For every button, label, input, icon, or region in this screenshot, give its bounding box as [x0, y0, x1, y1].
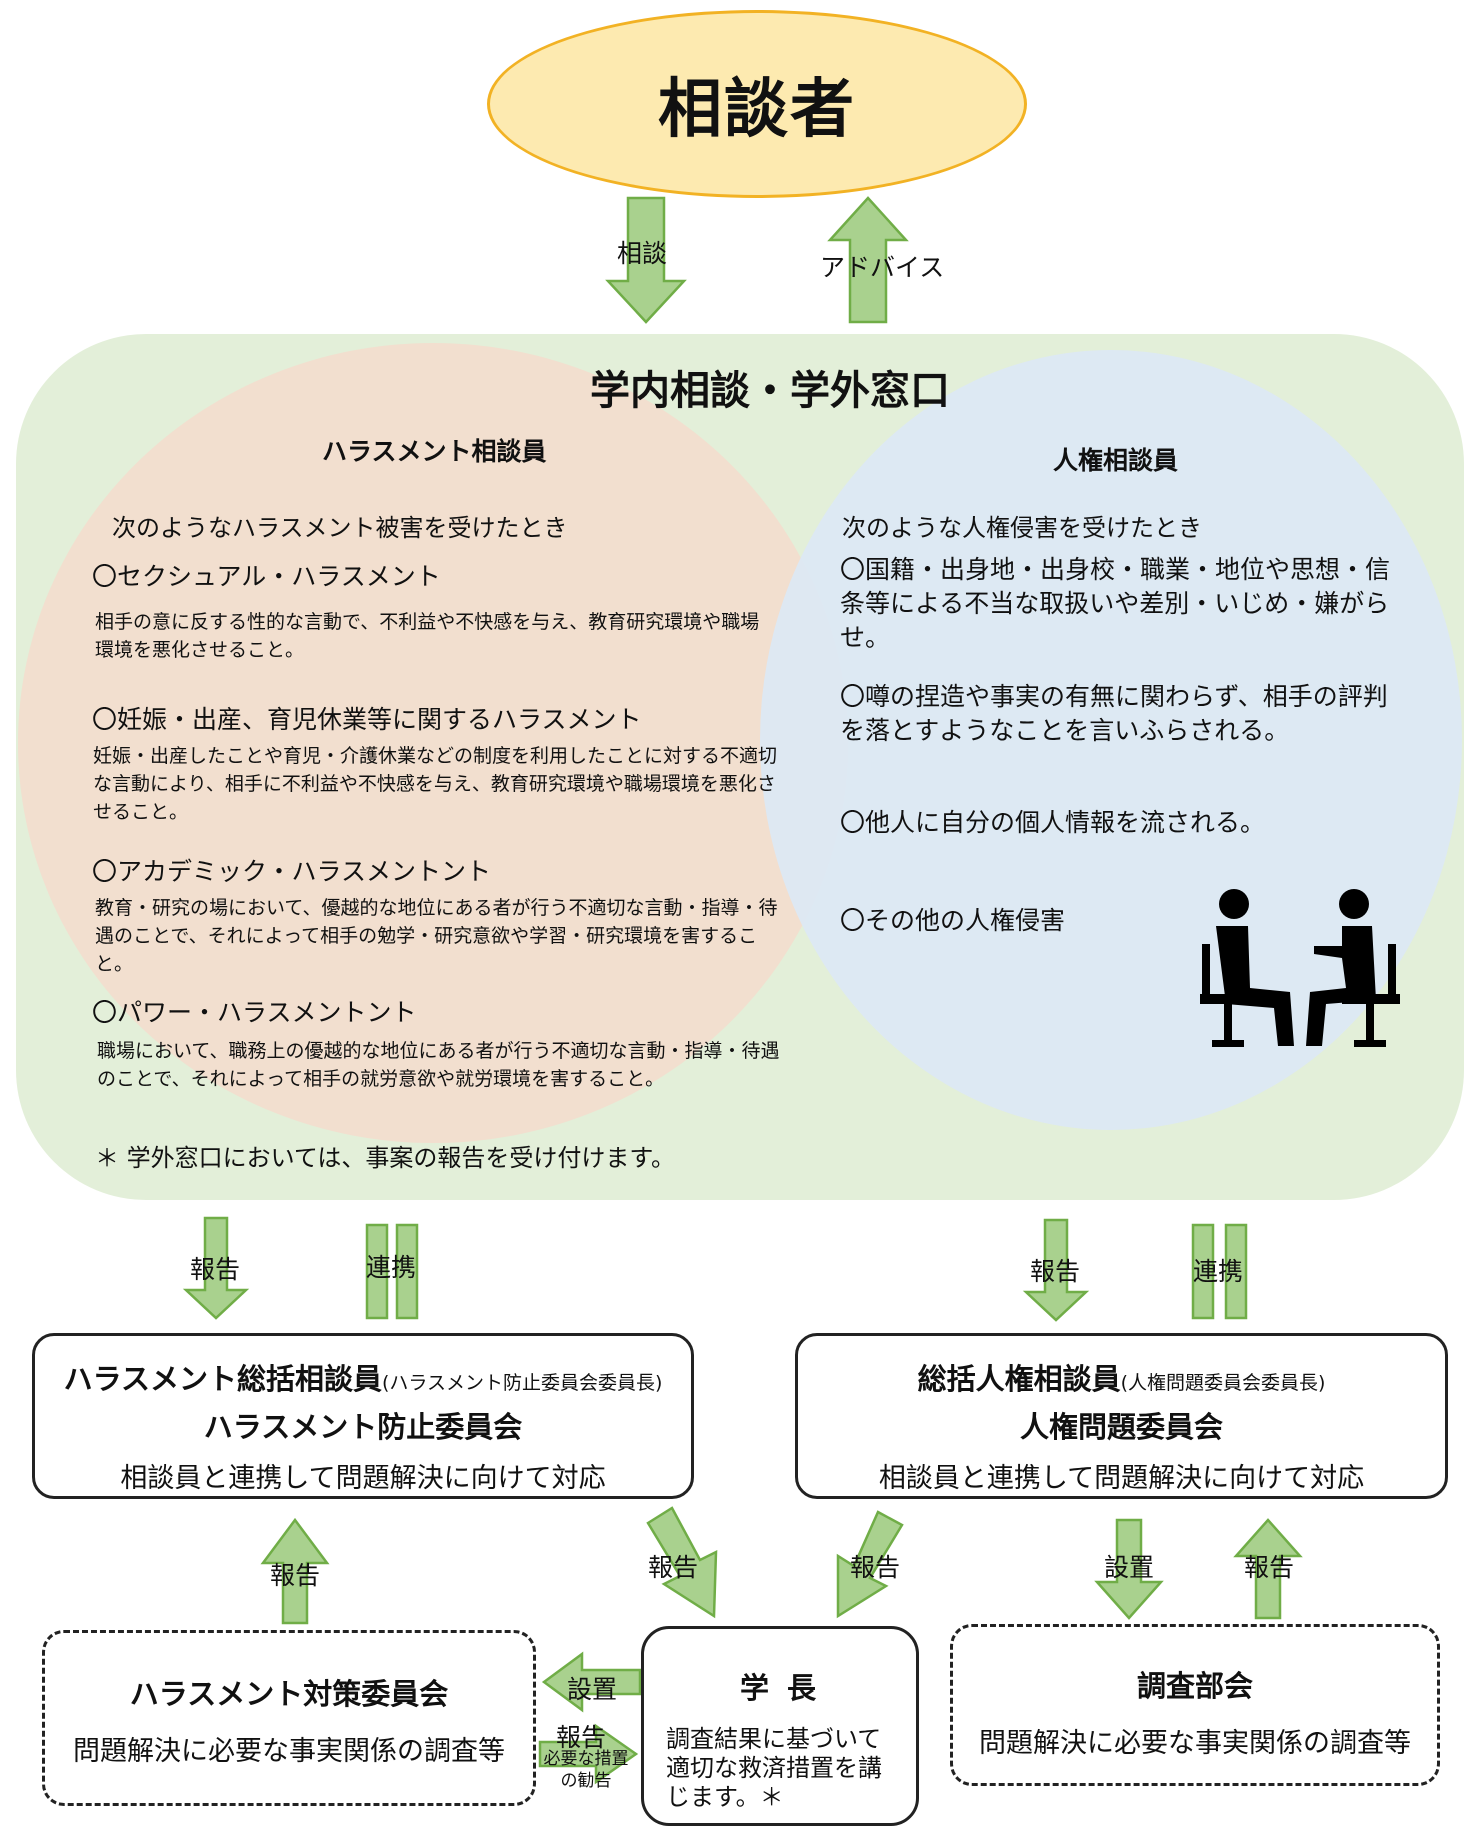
- human-rights-item: 〇噂の捏造や事実の有無に関わらず、相手の評判を落とすようなことを言いふらされる。: [840, 682, 1388, 745]
- outside-window-note: ＊ 学外窓口においては、事案の報告を受け付けます。: [95, 1144, 676, 1172]
- recommend-arrow-label: 必要な措置の勧告: [543, 1749, 629, 1791]
- harassment-item-title: 〇セクシュアル・ハラスメント: [92, 562, 441, 591]
- harassment-committee-box: ハラスメント総括相談員(ハラスメント防止委員会委員長) ハラスメント防止委員会 …: [32, 1333, 694, 1499]
- harassment-item-desc: 教育・研究の場において、優越的な地位にある者が行う不適切な言動・指導・待遇のこと…: [95, 897, 778, 975]
- harassment-circle: [18, 343, 848, 1143]
- measures-committee-desc: 問題解決に必要な事実関係の調査等: [73, 1736, 505, 1767]
- harassment-intro: 次のようなハラスメント被害を受けたとき: [112, 514, 568, 542]
- president-title: 学 長: [739, 1671, 821, 1705]
- report-arrow-label: 報告: [556, 1723, 607, 1752]
- report-arrow-label: 報告: [1030, 1257, 1081, 1286]
- harassment-heading: ハラスメント相談員: [322, 437, 547, 466]
- advice-arrow-label: アドバイス: [820, 253, 945, 282]
- harassment-committee-desc: 相談員と連携して問題解決に向けて対応: [120, 1463, 606, 1494]
- human-rights-item: 〇その他の人権侵害: [840, 906, 1066, 935]
- harassment-chief-title: ハラスメント総括相談員: [63, 1362, 382, 1396]
- president-desc: 調査結果に基づいて適切な救済措置を講じます。＊: [666, 1725, 882, 1811]
- report-arrow-label: 報告: [1244, 1553, 1295, 1582]
- human-rights-item: 〇国籍・出身地・出身校・職業・地位や思想・信条等による不当な取扱いや差別・いじめ…: [840, 555, 1391, 652]
- consultant-label: 相談者: [658, 73, 856, 147]
- human-rights-heading: 人権相談員: [1053, 446, 1179, 475]
- counseling-people-icon: [1200, 889, 1400, 1047]
- consultant-ellipse: 相談者: [487, 10, 1027, 198]
- measures-committee-box: ハラスメント対策委員会 問題解決に必要な事実関係の調査等: [42, 1630, 536, 1806]
- president-box: 学 長 調査結果に基づいて適切な救済措置を講じます。＊: [641, 1626, 919, 1826]
- investigation-desc: 問題解決に必要な事実関係の調査等: [979, 1728, 1411, 1759]
- human-rights-committee-box: 総括人権相談員(人権問題委員会委員長) 人権問題委員会 相談員と連携して問題解決…: [795, 1333, 1448, 1499]
- harassment-item-title: 〇妊娠・出産、育児休業等に関するハラスメント: [92, 705, 642, 734]
- establish-arrow-label: 設置: [567, 1675, 618, 1704]
- measures-committee-title: ハラスメント対策委員会: [129, 1677, 449, 1711]
- rights-committee-name: 人権問題委員会: [1019, 1410, 1223, 1444]
- harassment-item-title: 〇アカデミック・ハラスメントント: [92, 857, 492, 886]
- cooperate-arrow-label: 連携: [1193, 1257, 1244, 1286]
- harassment-item-title: 〇パワー・ハラスメントント: [92, 998, 417, 1027]
- establish-arrow-label: 設置: [1104, 1553, 1155, 1582]
- human-rights-item: 〇他人に自分の個人情報を流される。: [840, 808, 1266, 837]
- harassment-chief-note: (ハラスメント防止委員会委員長): [381, 1372, 663, 1394]
- panel-title: 学内相談・学外窓口: [590, 368, 950, 414]
- consult-arrow-label: 相談: [617, 239, 668, 268]
- rights-chief-title: 総括人権相談員: [917, 1362, 1121, 1396]
- harassment-item-desc: 職場において、職務上の優越的な地位にある者が行う不適切な言動・指導・待遇のことで…: [97, 1040, 780, 1090]
- report-arrow-label: 報告: [270, 1561, 321, 1590]
- harassment-committee-name: ハラスメント防止委員会: [203, 1410, 523, 1444]
- report-arrow-label: 報告: [850, 1553, 901, 1582]
- harassment-item-desc: 妊娠・出産したことや育児・介護休業などの制度を利用したことに対する不適切な言動に…: [93, 745, 778, 823]
- rights-committee-desc: 相談員と連携して問題解決に向けて対応: [878, 1463, 1365, 1494]
- human-rights-intro: 次のような人権侵害を受けたとき: [842, 514, 1202, 542]
- report-arrow-label: 報告: [648, 1553, 699, 1582]
- report-arrow-label: 報告: [190, 1255, 241, 1284]
- investigation-title: 調査部会: [1136, 1669, 1253, 1703]
- rights-chief-note: (人権問題委員会委員長): [1120, 1372, 1326, 1394]
- investigation-box: 調査部会 問題解決に必要な事実関係の調査等: [950, 1624, 1440, 1786]
- harassment-item-desc: 相手の意に反する性的な言動で、不利益や不快感を与え、教育研究環境や職場環境を悪化…: [95, 611, 760, 661]
- cooperate-arrow-label: 連携: [366, 1253, 417, 1282]
